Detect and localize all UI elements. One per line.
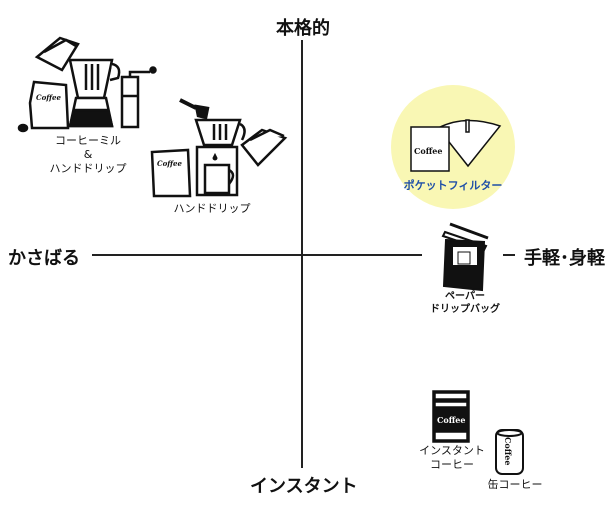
- drip-bag-label: ペーパー ドリップバッグ: [420, 290, 510, 316]
- axis-label-left: かさばる: [8, 248, 80, 269]
- axis-label-bottom: インスタント: [250, 476, 358, 497]
- mill-label-line1: コーヒーミル: [55, 134, 121, 147]
- hand-drip-label: ハンドドリップ: [173, 202, 251, 215]
- package-text: Coffee: [36, 93, 61, 102]
- pocket-filter-label: ポケットフィルター: [403, 179, 503, 192]
- package-text: Coffee: [414, 146, 442, 156]
- can-label: 缶コーヒー: [487, 478, 543, 491]
- drip-bag-illustration: [441, 222, 489, 292]
- drip-bag-label-line1: ペーパー: [445, 291, 485, 302]
- instant-label-line1: インスタント: [419, 444, 485, 457]
- package-text: Coffee: [157, 159, 182, 168]
- canned-coffee-illustration: [495, 429, 524, 475]
- hand-drip-illustration: [150, 98, 288, 198]
- drip-bag-label-line2: ドリップバッグ: [430, 304, 500, 315]
- mill-label-line2: &: [83, 148, 93, 161]
- instant-label: インスタント コーヒー: [407, 444, 497, 472]
- package-text: Coffee: [503, 437, 513, 465]
- pocket-filter-illustration: [410, 119, 502, 172]
- instant-label-line2: コーヒー: [430, 458, 474, 471]
- mill-label: コーヒーミル & ハンドドリップ: [43, 134, 133, 176]
- package-text: Coffee: [437, 415, 465, 425]
- mill-label-line3: ハンドドリップ: [49, 162, 127, 175]
- coffee-mill-illustration: [17, 36, 157, 133]
- axis-label-top: 本格的: [276, 18, 330, 39]
- axis-label-right: 手軽･身軽: [524, 248, 605, 269]
- instant-coffee-illustration: [432, 390, 470, 443]
